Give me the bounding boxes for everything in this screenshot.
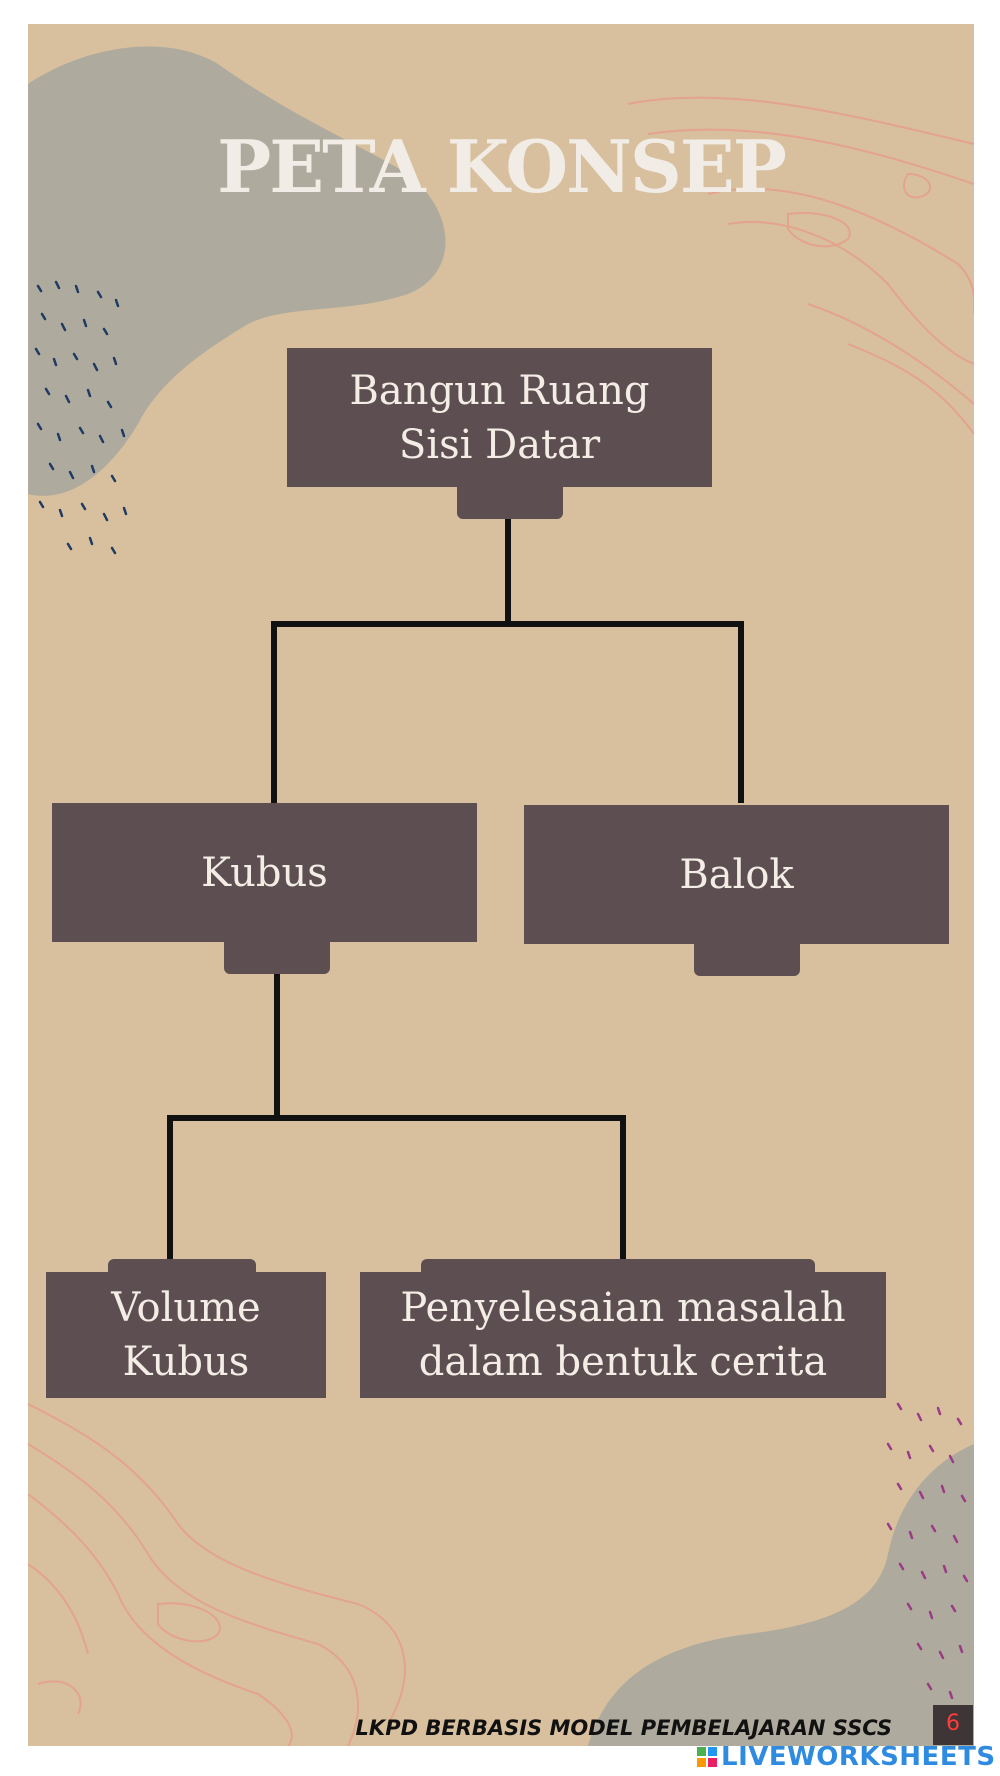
gray-blob-top-left: [28, 46, 446, 496]
node-tab: [224, 941, 330, 974]
node-tab: [457, 486, 563, 519]
node-kubus: Kubus: [52, 803, 477, 942]
node-tab: [421, 1259, 815, 1273]
contour-lines-top-right: [627, 96, 974, 435]
watermark-text: LIVEWORKSHEETS: [721, 1742, 996, 1772]
node-tab: [694, 943, 800, 976]
node-tab: [108, 1259, 256, 1273]
worksheet-page: PETA KONSEP Bangun Ruang Sisi Datar Kubu…: [28, 24, 974, 1746]
node-balok: Balok: [524, 805, 949, 944]
background-decoration: [28, 46, 974, 1746]
gray-blob-bottom-right: [588, 1444, 974, 1746]
node-penyelesaian-masalah: Penyelesaian masalah dalam bentuk cerita: [360, 1272, 886, 1398]
connector-kubus-down: [274, 974, 280, 1119]
connector-to-kubus: [271, 621, 277, 803]
dash-pattern-left: [34, 280, 128, 555]
contour-lines-bottom-left: [28, 1403, 406, 1746]
connector-to-volume: [167, 1115, 173, 1270]
node-volume-kubus: Volume Kubus: [46, 1272, 326, 1398]
connector-to-balok: [738, 621, 744, 803]
connector-level1-horizontal: [271, 621, 744, 627]
node-bangun-ruang-sisi-datar: Bangun Ruang Sisi Datar: [287, 348, 712, 487]
footer-text: LKPD BERBASIS MODEL PEMBELAJARAN SSCS: [355, 1716, 892, 1740]
page-title: PETA KONSEP: [217, 124, 787, 209]
connector-level2-horizontal: [167, 1115, 626, 1121]
dash-pattern-bottom-right: [886, 1402, 969, 1700]
liveworksheets-logo-icon: [697, 1747, 717, 1767]
connector-to-penyelesaian: [620, 1115, 626, 1270]
connector-root-down: [505, 519, 511, 623]
page-number: 6: [933, 1705, 973, 1745]
liveworksheets-watermark: LIVEWORKSHEETS: [697, 1742, 996, 1772]
